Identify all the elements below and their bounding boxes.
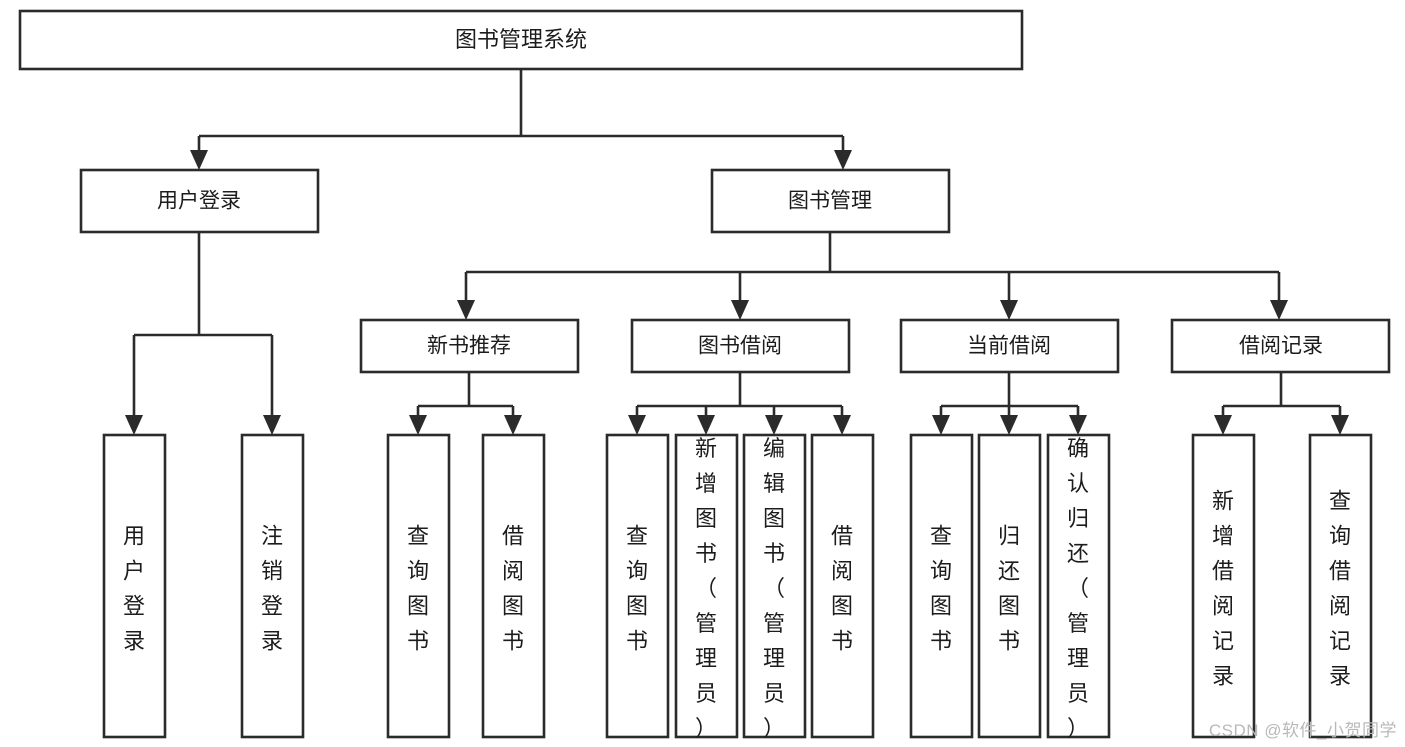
arrowhead-leaf-query-book-3: [932, 415, 950, 435]
arrowhead-leaf-query-record: [1331, 415, 1349, 435]
leaf-label-add-book-admin: 新增图书（管理员）: [695, 436, 717, 741]
leaf-user-login[interactable]: 用户登录: [102, 433, 167, 739]
leaf-add-borrow-record[interactable]: 新增借阅记录: [1191, 433, 1256, 739]
leaf-label-logout-login: 注销登录: [261, 523, 283, 653]
arrowhead-book-mgmt: [834, 150, 852, 170]
leaf-label-confirm-return-admin: 确认归还（管理员）: [1067, 436, 1089, 741]
arrowhead-leaf-add-record: [1214, 415, 1232, 435]
leaf-label-return-book: 归还图书: [998, 523, 1020, 653]
arrowhead-leaf-edit-book: [765, 415, 783, 435]
arrowhead-user-login: [190, 150, 208, 170]
leaf-return-book[interactable]: 归还图书: [977, 433, 1042, 739]
leaf-borrow-book-borrow[interactable]: 借阅图书: [810, 433, 875, 739]
leaf-label-user-login: 用户登录: [123, 523, 145, 653]
node-new-book-recommend[interactable]: 新书推荐: [359, 318, 580, 374]
leaf-edit-book-admin[interactable]: 编辑图书（管理员）: [742, 433, 807, 741]
node-book-borrow[interactable]: 图书借阅: [630, 318, 851, 374]
arrowhead-leaf-borrow-book-2: [833, 415, 851, 435]
node-book-management[interactable]: 图书管理: [710, 168, 951, 234]
node-label-book-borrow: 图书借阅: [698, 335, 782, 358]
node-user-login[interactable]: 用户登录: [79, 168, 320, 234]
arrowhead-leaf-query-book-2: [628, 415, 646, 435]
leaf-query-book-borrow[interactable]: 查询图书: [605, 433, 670, 739]
node-label-current-borrow: 当前借阅: [967, 335, 1051, 358]
leaf-label-borrow-book-borrow: 借阅图书: [831, 523, 853, 653]
leaf-query-borrow-record[interactable]: 查询借阅记录: [1308, 433, 1373, 739]
leaf-borrow-book-newbook[interactable]: 借阅图书: [481, 433, 546, 739]
arrowhead-leaf-user-login: [125, 415, 143, 435]
node-label-book-management: 图书管理: [788, 190, 872, 213]
leaf-layer: 用户登录 注销登录 查询图书 借阅图书 查询图书 新增图书（管理员） 编辑图书（…: [102, 433, 1373, 741]
arrowhead-borrow-record: [1270, 300, 1288, 320]
leaf-label-borrow-book-newbook: 借阅图书: [502, 523, 524, 653]
leaf-label-query-book-current: 查询图书: [930, 523, 952, 653]
arrowhead-leaf-query-book-1: [409, 415, 427, 435]
leaf-label-query-borrow-record: 查询借阅记录: [1329, 488, 1351, 688]
leaf-label-add-borrow-record: 新增借阅记录: [1212, 488, 1234, 688]
leaf-logout-login[interactable]: 注销登录: [240, 433, 305, 739]
arrowhead-current-borrow: [1000, 300, 1018, 320]
node-label-root-system: 图书管理系统: [455, 27, 587, 52]
node-current-borrow[interactable]: 当前借阅: [899, 318, 1120, 374]
arrowhead-new-book-rec: [457, 300, 475, 320]
node-root-system[interactable]: 图书管理系统: [18, 9, 1024, 71]
leaf-label-query-book-borrow: 查询图书: [626, 523, 648, 653]
leaf-query-book-newbook[interactable]: 查询图书: [386, 433, 451, 739]
leaf-add-book-admin[interactable]: 新增图书（管理员）: [674, 433, 739, 741]
leaf-confirm-return-admin[interactable]: 确认归还（管理员）: [1046, 433, 1111, 741]
connector-layer: [125, 69, 1349, 435]
node-label-user-login: 用户登录: [157, 190, 241, 213]
node-borrow-record[interactable]: 借阅记录: [1170, 318, 1391, 374]
arrowhead-leaf-borrow-book-1: [504, 415, 522, 435]
leaf-query-book-current[interactable]: 查询图书: [909, 433, 974, 739]
arrowhead-book-borrow: [731, 300, 749, 320]
leaf-label-query-book-newbook: 查询图书: [407, 523, 429, 653]
node-label-borrow-record: 借阅记录: [1239, 335, 1323, 358]
arrowhead-leaf-add-book: [697, 415, 715, 435]
arrowhead-leaf-return-book: [1000, 415, 1018, 435]
leaf-label-edit-book-admin: 编辑图书（管理员）: [763, 436, 785, 741]
node-label-new-book-recommend: 新书推荐: [427, 335, 511, 358]
csdn-watermark: CSDN @软件_小贺同学: [1208, 721, 1397, 740]
arrowhead-leaf-logout: [263, 415, 281, 435]
arrowhead-leaf-confirm-return: [1069, 415, 1087, 435]
